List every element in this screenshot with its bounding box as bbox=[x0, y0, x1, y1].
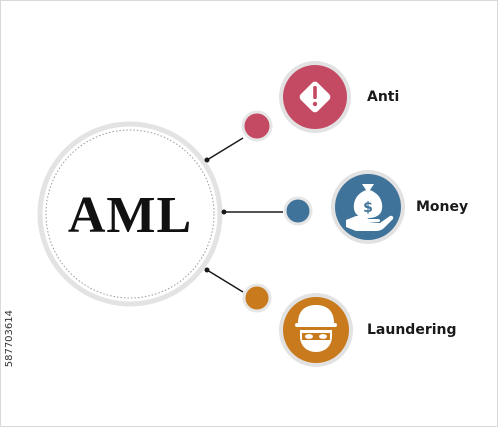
node-money bbox=[283, 196, 313, 226]
label-anti: Anti bbox=[367, 89, 400, 105]
laundering-icon-badge bbox=[279, 293, 353, 367]
burglar-icon bbox=[295, 305, 337, 352]
stock-id-watermark: 587703614 bbox=[4, 310, 15, 368]
anti-icon-badge bbox=[279, 61, 351, 133]
money-icon-badge: $ bbox=[331, 170, 405, 244]
connector-laundering bbox=[206, 269, 244, 293]
connector-laundering-dot bbox=[204, 267, 210, 273]
connector-anti-dot bbox=[204, 157, 210, 163]
center-title: AML bbox=[67, 187, 193, 244]
node-laundering bbox=[242, 283, 272, 313]
center-circle-outer bbox=[37, 121, 223, 307]
label-money: Money bbox=[416, 199, 469, 215]
money-bag-hand-icon: $ bbox=[346, 184, 394, 231]
connector-money-dot bbox=[221, 209, 227, 215]
center-circle-inner bbox=[45, 129, 215, 299]
connector-anti bbox=[206, 137, 244, 161]
label-laundering: Laundering bbox=[367, 322, 457, 338]
svg-text:$: $ bbox=[363, 200, 373, 216]
warning-icon bbox=[299, 81, 331, 113]
node-anti bbox=[241, 110, 273, 142]
